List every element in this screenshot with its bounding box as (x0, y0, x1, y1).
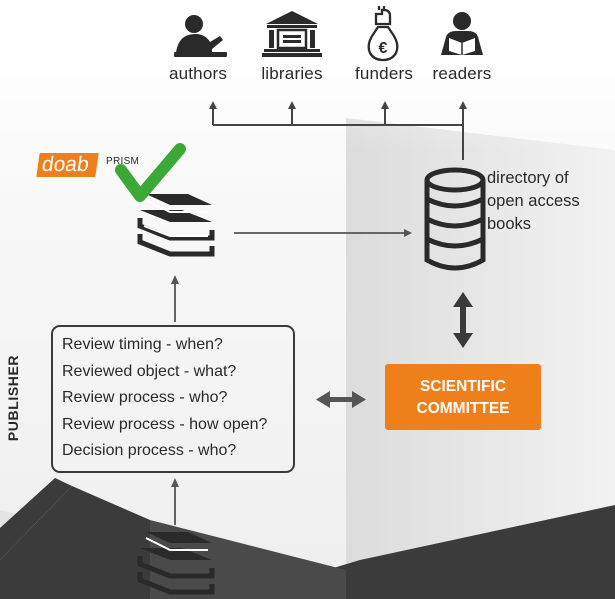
review-criterion: Review process - how open? (62, 415, 268, 433)
prism-label: PRISM (106, 156, 140, 167)
svg-text:€: € (379, 40, 388, 57)
funder-icon: € (367, 6, 399, 62)
review-criteria-box: Review timing - when? Reviewed object - … (51, 325, 295, 473)
check-icon (115, 143, 186, 202)
reader-icon (441, 12, 483, 55)
review-criterion: Review timing - when? (62, 336, 223, 353)
directory-label: directory of open access books (487, 169, 580, 233)
double-arrow-directory-committee (453, 292, 473, 348)
publisher-label: PUBLISHER (5, 354, 21, 442)
scientific-committee-box: SCIENTIFIC COMMITTEE (385, 364, 541, 430)
database-icon (424, 167, 486, 271)
distribution-connector (209, 101, 467, 160)
submitted-books-icon (137, 532, 215, 595)
audience-label-libraries: libraries (261, 64, 323, 83)
double-arrow-review-committee (316, 391, 366, 408)
audience-label-readers: readers (432, 64, 492, 83)
arrow-submission-to-review (171, 478, 179, 525)
library-icon (262, 11, 322, 57)
doab-logo: doab (36, 153, 99, 177)
author-icon (174, 15, 227, 57)
dark-floor-band (0, 478, 72, 560)
review-criterion: Reviewed object - what? (62, 362, 237, 380)
arrow-review-to-books (171, 275, 179, 322)
review-criterion: Review process - who? (62, 389, 228, 406)
arrow-books-to-directory (234, 229, 412, 237)
approved-books-icon (137, 194, 215, 257)
review-criterion: Decision process - who? (62, 442, 237, 459)
audience-label-authors: authors (168, 64, 228, 83)
audience-label-funders: funders (354, 64, 414, 83)
